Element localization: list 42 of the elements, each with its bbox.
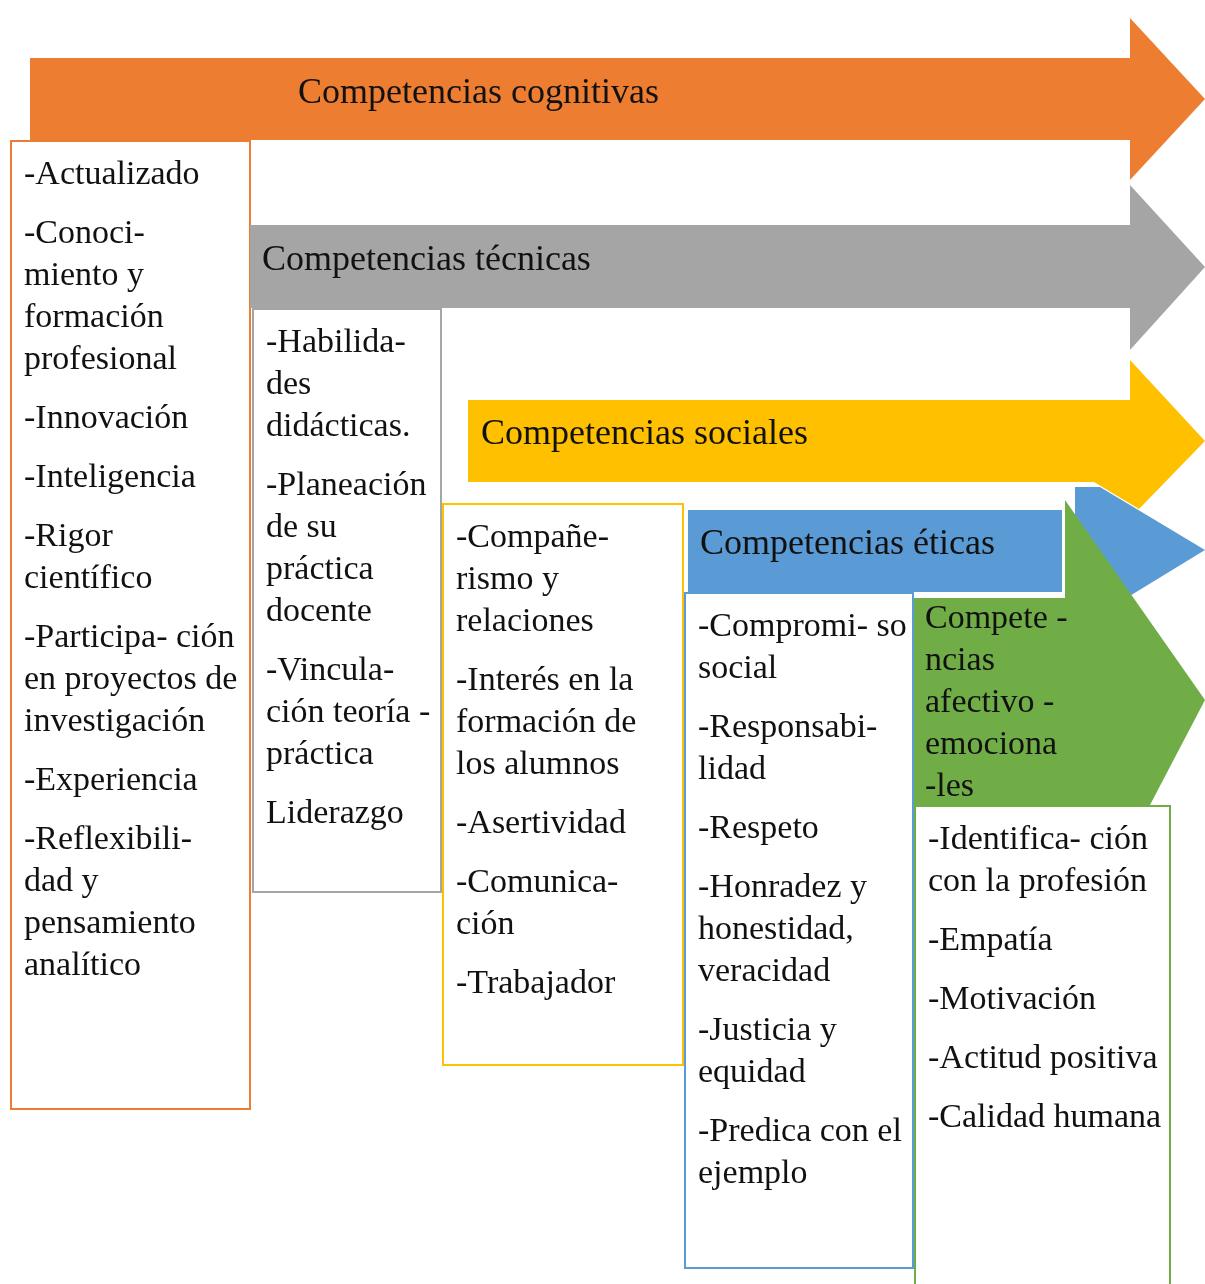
arrow-title: Competencias técnicas (262, 237, 591, 280)
list-item: -Actitud positiva (928, 1037, 1159, 1077)
list-item: -Vincula- ción teoría - práctica (266, 649, 432, 773)
list-item: Liderazgo (266, 792, 405, 832)
list-panel (914, 805, 1171, 1284)
list-panel (442, 503, 684, 1066)
list-item: -Motivación (928, 978, 1098, 1018)
list-item: -Respeto (698, 807, 820, 847)
arrow-banner (688, 487, 1205, 597)
list-item: -Planeación de su práctica docente (266, 464, 428, 630)
arrow-banner (250, 185, 1205, 350)
list-item: -Honradez y honestidad, veracidad (698, 866, 868, 990)
list-item: -Identifica- ción con la profesión (928, 818, 1149, 900)
list-item: -Calidad humana (928, 1096, 1163, 1136)
list-item: -Comunica- ción (456, 861, 620, 943)
list-item: -Rigor científico (24, 515, 154, 597)
list-item: -Participa- ción en proyectos de investigación (24, 616, 239, 740)
arrow-title: Compete -ncias afectivo - emociona -les (925, 597, 1069, 805)
arrow-banner (468, 360, 1205, 509)
list-item: -Inteligencia (24, 456, 197, 496)
list-item: -Justicia y equidad (698, 1009, 838, 1091)
list-panel (252, 308, 442, 893)
list-item: -Compañe- rismo y relaciones (456, 516, 610, 640)
arrow-title: Competencias éticas (700, 521, 995, 564)
list-panel (10, 140, 251, 1110)
list-item: -Predica con el ejemplo (698, 1110, 903, 1192)
list-item: -Innovación (24, 397, 190, 437)
list-item: -Compromi- so social (698, 605, 908, 687)
list-item: -Actualizado (24, 153, 201, 193)
list-item: -Empatía (928, 919, 1054, 959)
list-item: -Conoci- miento y formación profesional (24, 212, 178, 378)
list-item: -Responsabi- lidad (698, 706, 879, 788)
list-panel (684, 592, 914, 1269)
arrow-title: Competencias sociales (481, 411, 808, 454)
arrow-title: Competencias cognitivas (298, 70, 659, 113)
arrow-banner (914, 500, 1205, 805)
list-item: -Habilida- des didácticas. (266, 321, 412, 445)
list-item: -Trabajador (456, 962, 617, 1002)
list-item: -Interés en la formación de los alumnos (456, 659, 638, 783)
list-item: -Experiencia (24, 759, 199, 799)
list-item: -Reflexibili- dad y pensamiento analítico (24, 818, 197, 984)
list-item: -Asertividad (456, 802, 627, 842)
